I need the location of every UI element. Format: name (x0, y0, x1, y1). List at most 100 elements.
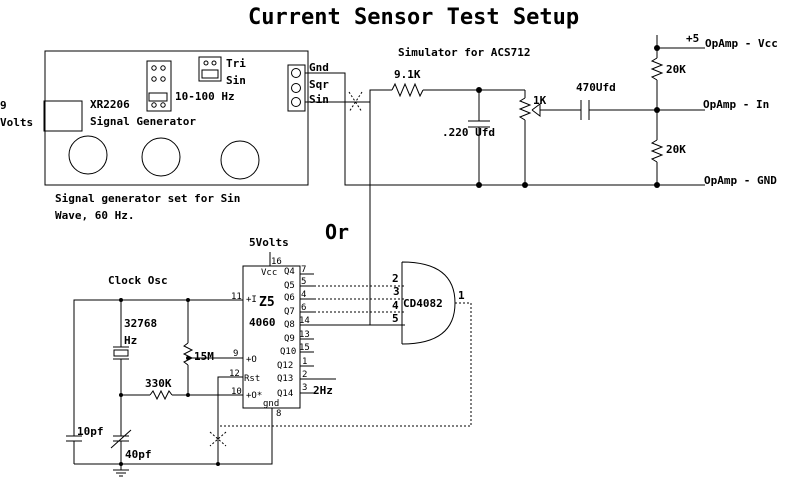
resistor-20k-top-label: 20K (666, 63, 686, 76)
out-2hz-label: 2Hz (313, 384, 333, 397)
opamp-gnd-label: OpAmp - GND (704, 174, 777, 187)
q6-label: Q6 (284, 293, 295, 303)
q9-label: Q9 (284, 334, 295, 344)
vcc-plus5-label: +5 (686, 32, 699, 45)
resistor-15m-label: 15M (194, 350, 214, 363)
q12-label: Q12 (277, 361, 293, 371)
pin4-label: 4 (301, 290, 306, 300)
range-label: 10-100 Hz (175, 90, 235, 103)
resistor-330k (149, 389, 173, 401)
out-sin-label: Sin (309, 93, 329, 106)
in-o-label: +O (246, 355, 257, 365)
pin8-label: 8 (276, 409, 281, 419)
pin6-label: 6 (301, 303, 306, 313)
gate-out-label: 1 (458, 289, 465, 302)
q13-label: Q13 (277, 374, 293, 384)
knob-3 (220, 140, 260, 180)
cap-10pf-label: 10pf (77, 425, 104, 438)
battery-label-volts: Volts (0, 116, 33, 129)
potentiometer-1k (518, 97, 532, 121)
generator-note-line2: Wave, 60 Hz. (55, 209, 134, 222)
opamp-in-label: OpAmp - In (703, 98, 769, 111)
resistor-330k-label: 330K (145, 377, 172, 390)
generator-subtitle: Signal Generator (90, 115, 196, 128)
resistor-9k1-label: 9.1K (394, 68, 421, 81)
battery-box (43, 100, 83, 132)
generator-name: XR2206 (90, 98, 130, 111)
or-label: Or (325, 220, 349, 244)
resistor-9k1 (391, 82, 424, 98)
out-sqr-label: Sqr (309, 78, 329, 91)
resistor-20k-top (650, 57, 664, 81)
q10-label: Q10 (280, 347, 296, 357)
out-gnd-label: Gnd (309, 61, 329, 74)
cap-220-label: .220 Ufd (442, 126, 495, 139)
opamp-vcc-label: OpAmp - Vcc (705, 37, 778, 50)
knob-1 (68, 135, 108, 175)
pin1-label: 1 (302, 357, 307, 367)
break-mark-bottom (209, 431, 227, 447)
pin15-label: 15 (299, 343, 310, 353)
pin3-label: 3 (302, 383, 307, 393)
pin16-label: 16 (271, 257, 282, 267)
gate-in3-label: 4 (392, 299, 399, 312)
cap-40pf-adjust-arrow (110, 429, 132, 449)
wave-jumper-block (198, 56, 222, 82)
gate-part-label: CD4082 (403, 297, 443, 310)
ic-ref-label: Z5 (259, 295, 275, 310)
output-connector (287, 64, 306, 112)
clock-osc-title: Clock Osc (108, 274, 168, 287)
q8-label: Q8 (284, 320, 295, 330)
range-jumper-pins (148, 65, 168, 108)
coupling-cap-label: 470Ufd (576, 81, 616, 94)
pin9-label: 9 (233, 349, 238, 359)
wave-tri-label: Tri (226, 57, 246, 70)
gate-in4-label: 5 (392, 312, 399, 325)
ic-part-label: 4060 (249, 316, 276, 329)
battery-label: 9 (0, 99, 7, 112)
gnd-pin-label: gnd (263, 399, 279, 409)
range-jumper-block (146, 60, 172, 112)
pin12-label: 12 (229, 369, 240, 379)
sin-wire (305, 89, 392, 103)
pot-label: 1K (533, 94, 547, 107)
crystal-unit-label: Hz (124, 334, 137, 347)
signal-generator-box (44, 50, 309, 186)
gate-in1-label: 2 (392, 272, 399, 285)
knob-2 (141, 137, 181, 177)
q14-label: Q14 (277, 389, 293, 399)
osc-ground-wire (74, 408, 273, 465)
resistor-20k-bottom (650, 139, 664, 163)
pin11-label: 11 (231, 292, 242, 302)
simulator-title: Simulator for ACS712 (398, 46, 530, 59)
supply-label: 5Volts (249, 236, 289, 249)
page-title: Current Sensor Test Setup (248, 5, 579, 30)
pin14-label: 14 (299, 316, 310, 326)
q5-label: Q5 (284, 281, 295, 291)
pin2-label: 2 (302, 370, 307, 380)
pin5-label: 5 (301, 277, 306, 287)
gate-output-wire (218, 302, 472, 427)
ic-output-pins (300, 273, 336, 394)
gate-in2-label: 3 (393, 285, 400, 298)
in-ostar-label: +O* (246, 391, 262, 401)
gate-input-wires (314, 285, 405, 313)
resistor-15m (182, 342, 194, 366)
q4-label: Q4 (284, 267, 295, 277)
crystal-32768 (113, 349, 129, 357)
q8-to-sin-wire (314, 102, 371, 326)
ground-symbol (113, 469, 129, 477)
vcc-pin-label: Vcc (261, 268, 277, 278)
resistor-20k-bottom-label: 20K (666, 143, 686, 156)
rst-label: Rst (244, 374, 260, 384)
generator-note-line1: Signal generator set for Sin (55, 192, 240, 205)
crystal-label: 32768 (124, 317, 157, 330)
cap-40pf-label: 40pf (125, 448, 152, 461)
in-i-label: +I (246, 295, 257, 305)
wave-sin-label: Sin (226, 74, 246, 87)
pin13-label: 13 (299, 330, 310, 340)
pin10-label: 10 (231, 387, 242, 397)
q7-label: Q7 (284, 307, 295, 317)
